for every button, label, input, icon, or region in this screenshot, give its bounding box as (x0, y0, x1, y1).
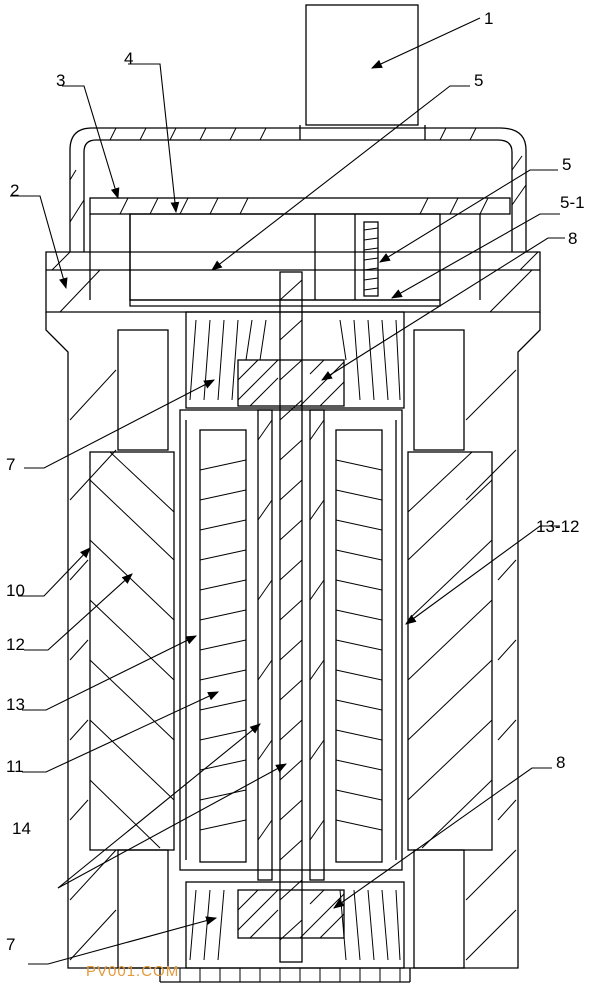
label-13: 13 (6, 695, 25, 714)
label-5-top: 5 (474, 71, 483, 90)
label-5-1: 5-1 (560, 193, 585, 212)
label-5-mid: 5 (562, 155, 571, 174)
inner-tubes (257, 409, 325, 881)
label-3: 3 (56, 71, 65, 90)
inner-coil-right (335, 429, 383, 863)
watermark-text: PV001.COM (86, 963, 179, 980)
label-14: 14 (12, 819, 31, 838)
label-7-top: 7 (6, 455, 15, 474)
flange (45, 251, 541, 313)
label-1: 1 (484, 9, 493, 28)
inner-coil-left (199, 429, 247, 863)
label-13-12: 13-12 (536, 517, 579, 536)
label-10: 10 (6, 581, 25, 600)
label-8-bottom: 8 (556, 753, 565, 772)
label-11: 11 (6, 757, 24, 776)
terminal-post (305, 4, 419, 126)
bottom-feet (159, 968, 411, 983)
outer-coil-left (89, 451, 175, 851)
leader-lines (10, 17, 565, 965)
top-cap (69, 125, 527, 252)
callout-labels: 1 2 3 4 5 5 5-1 8 7 10 12 13-12 13 11 14… (6, 9, 585, 954)
upper-magnet (237, 359, 345, 407)
label-2: 2 (10, 181, 19, 200)
label-7-bottom: 7 (6, 935, 15, 954)
label-4: 4 (124, 49, 133, 68)
outer-coil-right (407, 451, 493, 851)
label-12: 12 (6, 635, 25, 654)
sleeve (179, 409, 403, 871)
label-8-top: 8 (568, 229, 577, 248)
lower-magnet (237, 889, 345, 939)
central-shaft (279, 271, 303, 963)
lower-spring-zone (185, 881, 405, 969)
